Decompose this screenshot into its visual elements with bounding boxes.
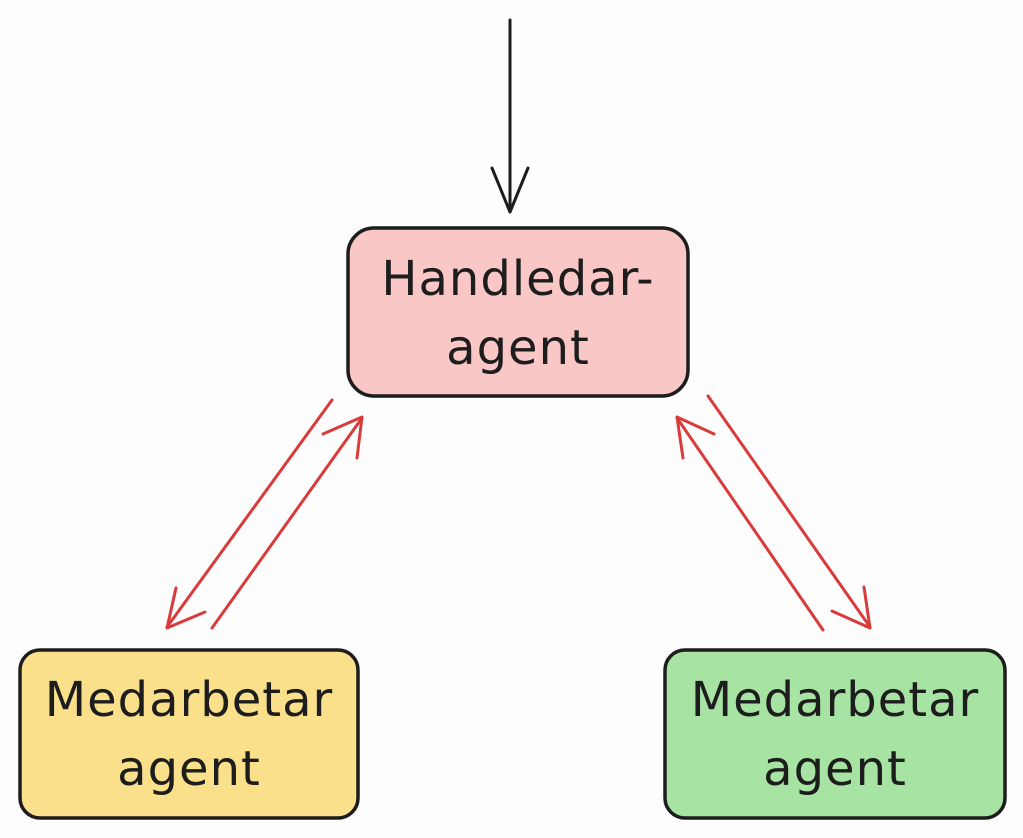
link-left-worker-to-supervisor (210, 415, 364, 630)
input-arrow (490, 18, 530, 214)
worker-agent-left-label-line1: Medarbetar (45, 672, 334, 728)
worker-agent-right-label-line2: agent (763, 741, 907, 797)
supervisor-agent-box (346, 226, 690, 398)
worker-agent-left-node: Medarbetar agent (18, 648, 360, 820)
worker-agent-right-node: Medarbetar agent (663, 648, 1007, 820)
supervisor-agent-node: Handledar- agent (346, 226, 690, 398)
link-supervisor-to-left-worker (165, 398, 334, 630)
link-right-worker-to-supervisor (675, 415, 825, 632)
supervisor-agent-label-line1: Handledar- (381, 251, 654, 307)
worker-agent-left-box (18, 648, 360, 820)
worker-agent-left-label-line2: agent (117, 741, 261, 797)
link-supervisor-to-right-worker (706, 394, 872, 630)
worker-agent-right-box (663, 648, 1007, 820)
worker-agent-right-label-line1: Medarbetar (691, 672, 980, 728)
supervisor-agent-label-line2: agent (446, 320, 590, 376)
